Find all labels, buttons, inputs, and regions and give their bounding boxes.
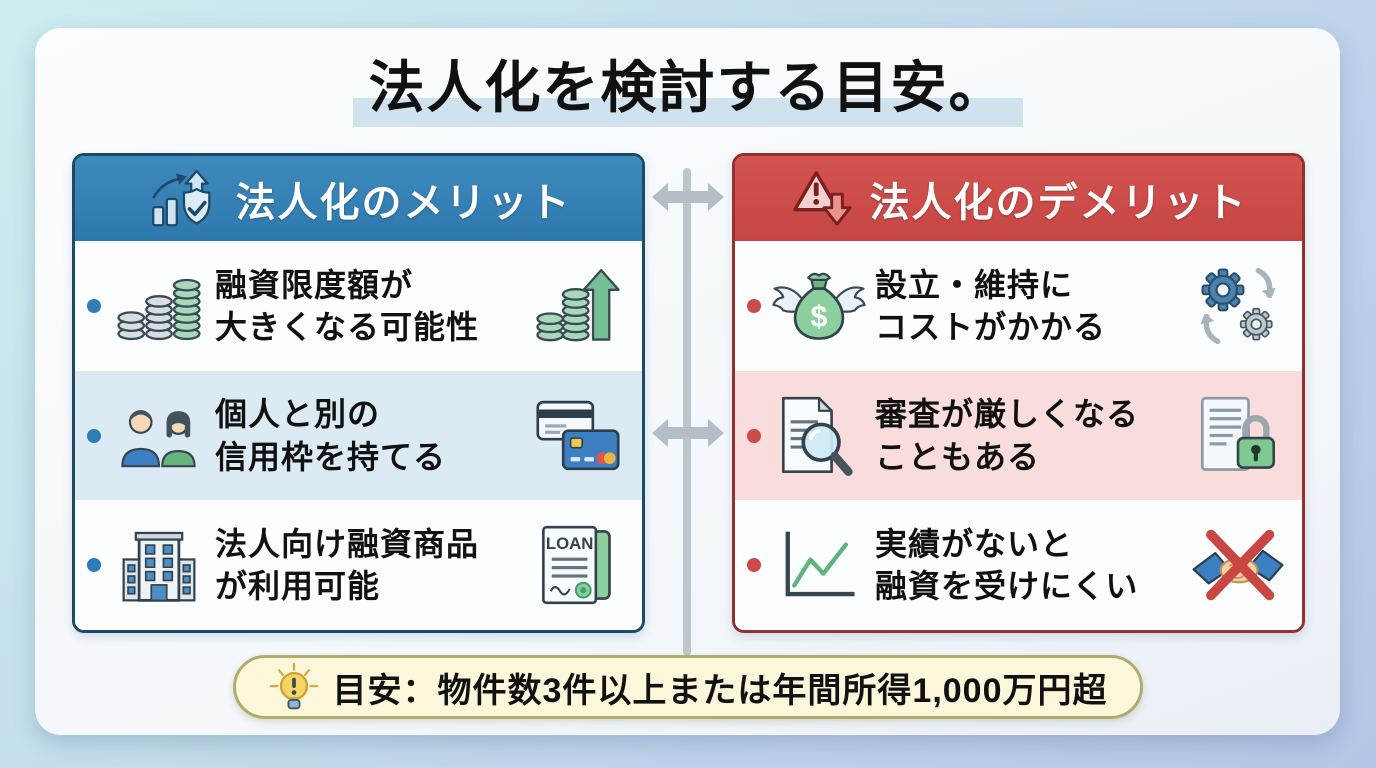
- merit-item-text: 法人向け融資商品 が利用可能: [215, 525, 480, 605]
- bullet-dot: [747, 558, 761, 573]
- guideline-text: 目安：物件数3件以上または年間所得1,000万円超: [332, 671, 1108, 710]
- two-people-icon: [109, 403, 209, 469]
- demerit-item-text: 審査が厳しくなる こともある: [875, 396, 1140, 475]
- connector-line: [683, 168, 691, 656]
- double-arrow-icon: [652, 419, 724, 447]
- merit-panel-header: 法人化のメリット: [75, 156, 642, 241]
- demerit-item-row: 審査が厳しくなる こともある: [735, 370, 1302, 501]
- bullet-dot: [747, 298, 761, 313]
- line-chart-icon: [769, 529, 869, 601]
- gears-icon: [1188, 262, 1288, 350]
- merit-item-text: 個人と別の 信用枠を持てる: [215, 396, 447, 475]
- loan-document-icon: LOAN: [528, 523, 628, 607]
- svg-text:$: $: [811, 299, 828, 333]
- svg-text:LOAN: LOAN: [546, 534, 594, 553]
- merit-item-row: 融資限度額が 大きくなる可能性: [75, 241, 642, 371]
- office-building-icon: [109, 528, 209, 602]
- title-area: 法人化を検討する目安。: [35, 50, 1340, 130]
- growth-shield-icon: [151, 169, 210, 226]
- coin-stacks-icon: [109, 269, 209, 343]
- bullet-dot: [87, 558, 101, 573]
- demerit-item-text: 実績がないと 融資を受けにくい: [875, 525, 1139, 605]
- merit-item-row: 個人と別の 信用枠を持てる: [75, 370, 642, 501]
- demerit-header-label: 法人化のデメリット: [869, 180, 1248, 225]
- infographic-card: 法人化を検討する目安。 法人化のメリット: [35, 28, 1340, 735]
- bullet-dot: [87, 298, 101, 313]
- document-lock-icon: [1188, 394, 1288, 478]
- double-arrow-icon: [652, 183, 724, 211]
- demerit-item-text: 設立・維持に コストがかかる: [875, 266, 1107, 345]
- document-magnifier-icon: [769, 394, 869, 478]
- page-title: 法人化を検討する目安。: [352, 50, 1023, 130]
- merit-panel: 法人化のメリット 融資限度額が 大きくなる可能性: [72, 153, 645, 633]
- merit-item-row: 法人向け融資商品 が利用可能 LOAN: [75, 500, 642, 630]
- bullet-dot: [87, 428, 101, 443]
- guideline-banner: 目安：物件数3件以上または年間所得1,000万円超: [233, 655, 1143, 719]
- warning-down-arrow-icon: [792, 170, 852, 226]
- demerit-panel: 法人化のデメリット $ 設立・維持に コストがかかる: [732, 153, 1305, 633]
- no-handshake-icon: [1188, 526, 1288, 604]
- merit-item-text: 融資限度額が 大きくなる可能性: [215, 266, 480, 345]
- demerit-item-row: 実績がないと 融資を受けにくい: [735, 500, 1302, 630]
- coins-growth-arrow-icon: [528, 266, 628, 346]
- merit-header-label: 法人化のメリット: [235, 180, 572, 225]
- winged-money-bag-icon: $: [769, 268, 869, 344]
- lightbulb-icon: [269, 662, 318, 710]
- credit-cards-icon: [528, 400, 628, 472]
- bullet-dot: [747, 428, 761, 443]
- demerit-panel-header: 法人化のデメリット: [735, 156, 1302, 241]
- demerit-item-row: $ 設立・維持に コストがかかる: [735, 241, 1302, 371]
